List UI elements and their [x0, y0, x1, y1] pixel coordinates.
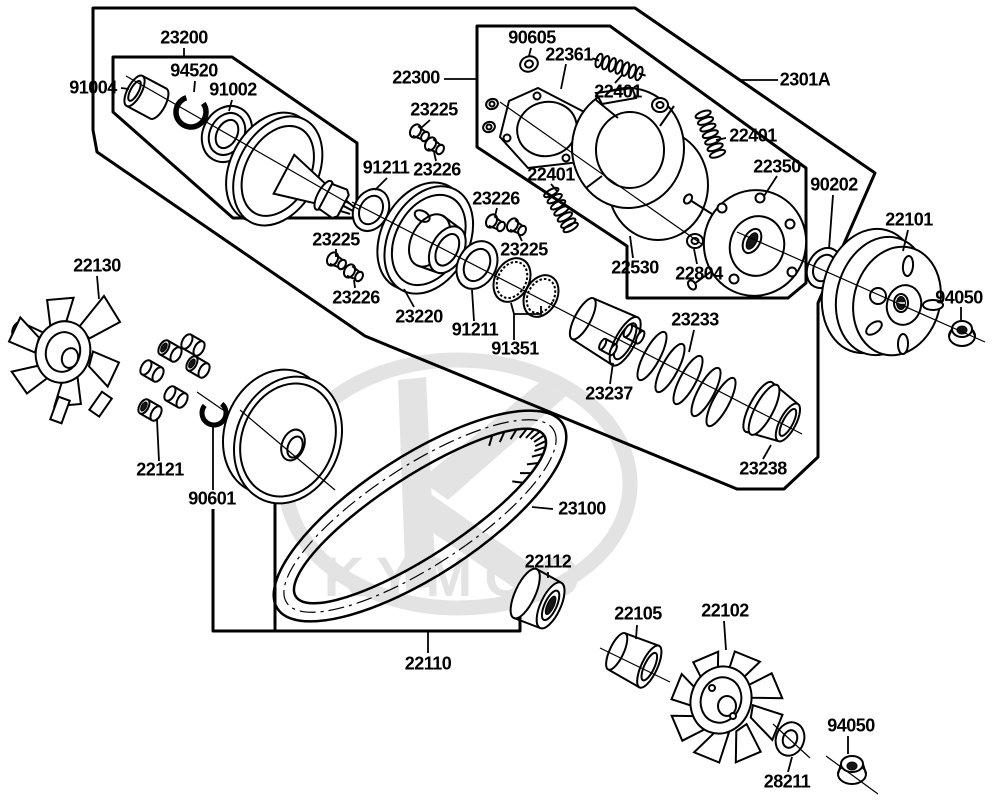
axis-lines — [125, 75, 986, 795]
part-drawing-94520 — [173, 94, 209, 130]
part-drawing-91211-lower — [455, 240, 499, 290]
part-drawing-22401-springs — [543, 52, 727, 234]
leader-lines — [96, 47, 962, 773]
part-drawing-23237 — [568, 297, 642, 367]
part-drawing-94050-right — [948, 320, 976, 347]
part-drawing-22804 — [651, 97, 704, 249]
part-drawing-22105 — [605, 632, 663, 689]
part-drawing-94050-bottom — [837, 755, 867, 785]
part-drawing-91004 — [123, 74, 170, 120]
part-drawing-22350 — [682, 189, 808, 297]
part-drawing-roller-weights — [137, 333, 211, 422]
part-drawing-22530 — [571, 86, 709, 241]
part-drawing-22130 — [7, 294, 122, 425]
boundary-2301A — [91, 6, 877, 491]
part-drawing-23100-belt — [272, 409, 568, 623]
part-drawing-23220 — [376, 181, 475, 295]
part-drawing-22102-fan — [670, 650, 784, 764]
part-drawing-bolts-23225-23226 — [325, 123, 527, 283]
part-drawing-90601 — [199, 398, 229, 428]
part-drawing-guide-pins — [598, 323, 646, 357]
part-drawing-23200-drive-face — [225, 111, 355, 227]
boundary-22300 — [475, 24, 808, 300]
part-drawing-91211-upper — [351, 187, 391, 233]
part-drawing-flange-nuts — [482, 97, 499, 134]
part-drawing-90605 — [519, 55, 539, 73]
part-drawing-23238 — [742, 380, 802, 443]
kymco-watermark-logo: KYMCO — [278, 352, 638, 616]
part-drawing-22361 — [498, 86, 594, 170]
part-drawing-movable-face — [221, 368, 344, 505]
part-drawing-23233 — [636, 330, 737, 428]
